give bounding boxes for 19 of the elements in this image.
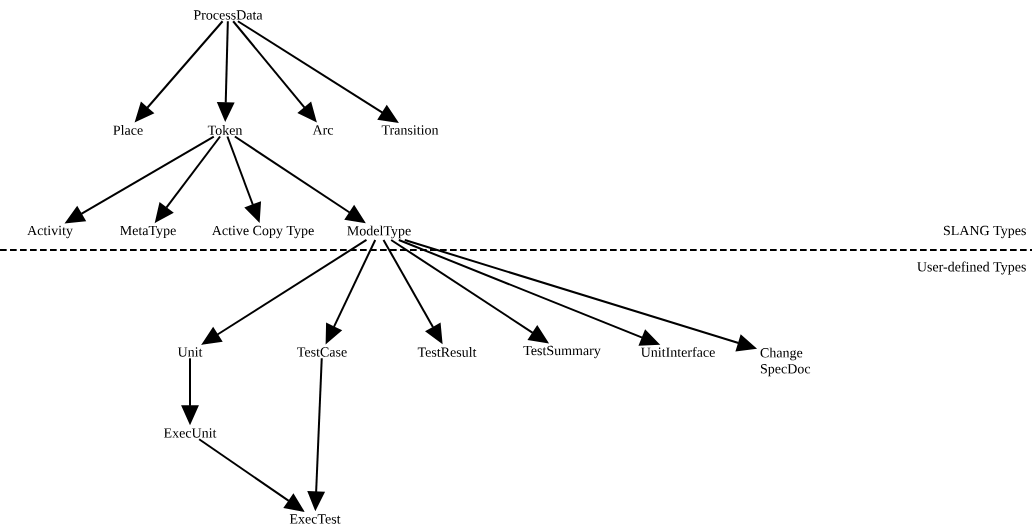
type-label: Arc [312, 125, 334, 135]
section-label: SLANG Types [943, 225, 1026, 239]
type-label: TestResult [417, 347, 477, 357]
type-label: MetaType [120, 225, 176, 239]
type-label: Change SpecDoc [760, 347, 811, 377]
type-label: TestSummary [523, 345, 601, 359]
type-label: Active Copy Type [211, 225, 314, 239]
type-label: Unit [177, 347, 203, 357]
type-label: TestCase [297, 347, 347, 357]
type-label: ExecUnit [163, 428, 217, 438]
type-label: ExecTest [289, 514, 341, 524]
type-label: Place [113, 125, 143, 135]
type-label: ProcessData [193, 10, 263, 20]
type-label: Transition [381, 125, 439, 135]
type-label: ModelType [347, 225, 411, 239]
type-label: UnitInterface [641, 347, 715, 357]
type-label: Token [207, 125, 243, 135]
type-label: Activity [27, 225, 73, 239]
section-label: User-defined Types [917, 261, 1026, 275]
